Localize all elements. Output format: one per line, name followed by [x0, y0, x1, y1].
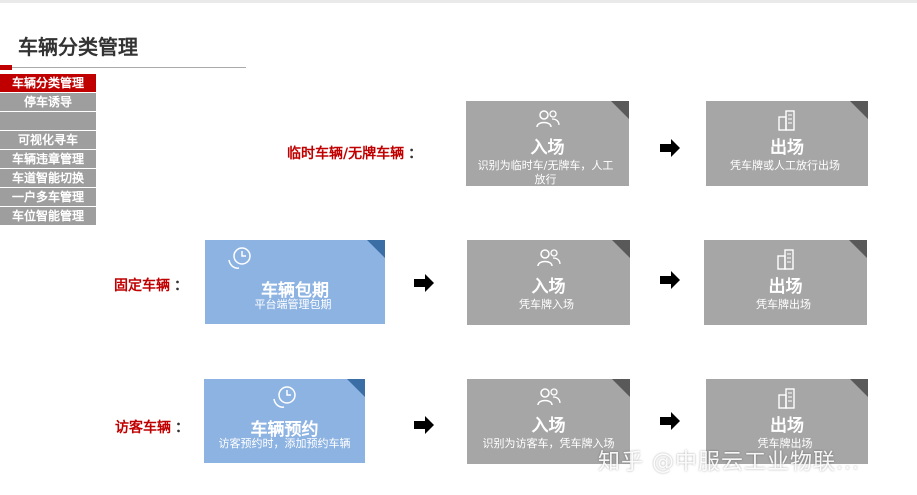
card-package-period[interactable]: 车辆包期 平台端管理包期 [205, 240, 385, 324]
title-underline [0, 67, 246, 68]
card-title: 出场 [768, 277, 803, 297]
building-icon [778, 110, 795, 131]
card-corner-fold [612, 379, 630, 397]
sidebar-item-smart-space[interactable]: 车位智能管理 [0, 207, 96, 225]
sidebar: 车辆分类管理 停车诱导 可视化寻车 车辆违章管理 车道智能切换 一户多车管理 车… [0, 74, 96, 226]
card-description: 访客预约时，添加预约车辆 [218, 437, 351, 450]
card-title: 车辆包期 [261, 281, 329, 301]
card-entry-visitor[interactable]: 入场 识别为访客车，凭车牌入场 [467, 379, 630, 464]
card-visitor-reservation[interactable]: 车辆预约 访客预约时，添加预约车辆 [204, 379, 365, 463]
arrow-right-icon [414, 274, 434, 292]
card-corner-fold [612, 240, 630, 258]
row-label-colon: ： [175, 420, 189, 436]
card-exit-visitor[interactable]: 出场 凭车牌出场 [706, 379, 868, 464]
row-label-temporary: 临时车辆/无牌车辆： [287, 143, 422, 163]
card-exit-fixed[interactable]: 出场 凭车牌出场 [704, 240, 867, 325]
sidebar-item-parking-guidance[interactable]: 停车诱导 [0, 93, 96, 111]
arrow-right-icon [414, 416, 434, 434]
row-label-text: 临时车辆/无牌车辆 [287, 146, 405, 162]
row-label-visitor: 访客车辆： [115, 417, 189, 437]
sidebar-item-violation-management[interactable]: 车辆违章管理 [0, 150, 96, 168]
card-corner-fold [611, 101, 629, 119]
card-description: 凭车牌出场 [757, 437, 813, 450]
card-description: 平台端管理包期 [254, 298, 332, 311]
sidebar-item-lane-switching[interactable]: 车道智能切换 [0, 169, 96, 187]
arrow-right-icon [660, 139, 680, 157]
card-entry-fixed[interactable]: 入场 凭车牌入场 [467, 240, 630, 325]
card-title: 出场 [770, 138, 804, 158]
people-icon [536, 388, 561, 406]
sidebar-item-multi-car-household[interactable]: 一户多车管理 [0, 188, 96, 206]
people-icon [536, 249, 561, 267]
building-icon [778, 388, 795, 409]
sidebar-item-visual-car-finding[interactable]: 可视化寻车 [0, 131, 96, 149]
arrow-right-icon [660, 271, 680, 289]
card-title: 出场 [770, 416, 804, 436]
card-entry-temporary[interactable]: 入场 识别为临时车/无牌车，人工放行 [466, 101, 629, 186]
sidebar-item-vehicle-classification[interactable]: 车辆分类管理 [0, 74, 96, 92]
watermark: 知乎 @中服云工业物联... [598, 450, 860, 475]
card-corner-fold [849, 240, 867, 258]
card-description: 凭车牌或人工放行出场 [730, 159, 840, 172]
card-corner-fold [850, 379, 868, 397]
card-description: 凭车牌出场 [756, 298, 811, 311]
people-icon [535, 110, 560, 128]
row-label-fixed: 固定车辆： [114, 275, 188, 295]
card-corner-fold [347, 379, 365, 397]
clock-phone-icon [228, 247, 251, 269]
row-label-colon: ： [174, 278, 188, 294]
card-corner-fold [850, 101, 868, 119]
card-exit-temporary[interactable]: 出场 凭车牌或人工放行出场 [706, 101, 868, 186]
row-label-colon: ： [408, 146, 423, 162]
building-icon [776, 249, 794, 270]
card-description: 识别为临时车/无牌车，人工放行 [477, 159, 614, 186]
title-accent-mark [0, 65, 12, 70]
clock-phone-icon [272, 386, 296, 408]
card-title: 入场 [530, 138, 565, 158]
sidebar-spacer [0, 112, 96, 130]
card-title: 车辆预约 [250, 420, 319, 440]
page-title: 车辆分类管理 [18, 35, 138, 59]
arrow-right-icon [660, 412, 680, 430]
row-label-text: 访客车辆 [115, 420, 171, 436]
card-title: 入场 [531, 277, 566, 297]
card-title: 入场 [531, 416, 566, 436]
row-label-text: 固定车辆 [114, 278, 170, 294]
top-divider [0, 0, 917, 3]
card-corner-fold [367, 240, 385, 258]
card-description: 识别为访客车，凭车牌入场 [482, 437, 615, 450]
card-description: 凭车牌入场 [519, 298, 574, 311]
